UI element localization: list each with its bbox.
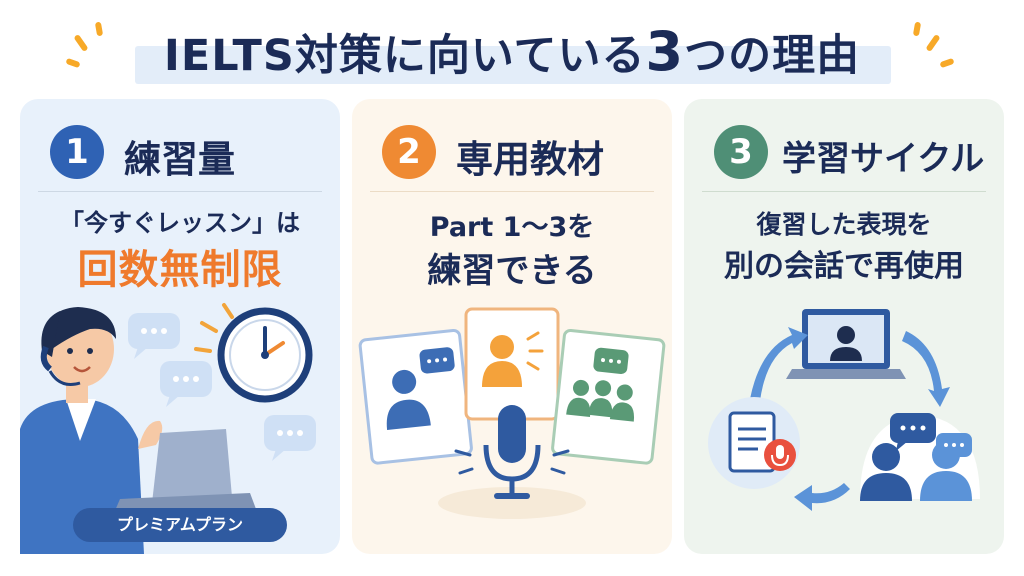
title-area: IELTS対策に向いている3つの理由 [0,12,1024,84]
card-heading: 専用教材 [456,138,604,181]
card-header: 2 専用教材 [352,121,672,185]
conversation-people-icon [860,413,980,501]
title-text-part2: つの理由 [684,31,861,81]
card-highlight-text: 別の会話で再使用 [724,249,964,284]
title-text-part1: IELTS対策に向いている [163,31,646,81]
cycle-arrow-icon [750,327,950,511]
reason-card-2: 2 専用教材 Part 1〜3を 練習できる [352,99,672,554]
divider [370,191,654,192]
clock-icon [217,307,313,403]
part3-card-icon [551,329,666,465]
part2-card-icon [464,307,560,421]
title-highlight-band [135,46,891,84]
chat-bubble-icon [160,361,212,407]
number-badge: 2 [382,125,436,179]
number-badge: 1 [50,125,104,179]
learning-cycle-illustration [708,309,980,511]
card-header: 1 練習量 [20,121,340,185]
card-highlight-text: 練習できる [427,251,597,291]
card-subtext: 「今すぐレッスン」は [60,209,300,237]
chat-bubble-icon [128,313,180,359]
divider [702,191,986,192]
premium-plan-badge: プレミアムプラン [73,508,287,542]
card-header: 3 学習サイクル [684,121,1004,185]
materials-illustration [358,307,666,519]
page-title: IELTS対策に向いている3つの理由 [0,20,1024,83]
video-lesson-laptop-icon [786,309,906,379]
reason-card-1: 1 練習量 「今すぐレッスン」は 回数無制限 [20,99,340,554]
divider [38,191,322,192]
student-lesson-illustration [20,303,316,554]
card-heading: 学習サイクル [782,139,985,179]
card-heading: 練習量 [124,138,235,181]
chat-bubble-icon [264,415,316,461]
card-subtext: 復習した表現を [756,210,932,239]
title-number: 3 [645,20,685,83]
card-highlight-text: 回数無制限 [77,247,283,293]
part1-card-icon [358,329,473,465]
card-subtext: Part 1〜3を [429,212,595,243]
number-badge: 3 [714,125,768,179]
microphone-icon [438,405,586,519]
reason-card-3: 3 学習サイクル 復習した表現を 別の会話で再使用 [684,99,1004,554]
document-record-icon [708,397,800,489]
